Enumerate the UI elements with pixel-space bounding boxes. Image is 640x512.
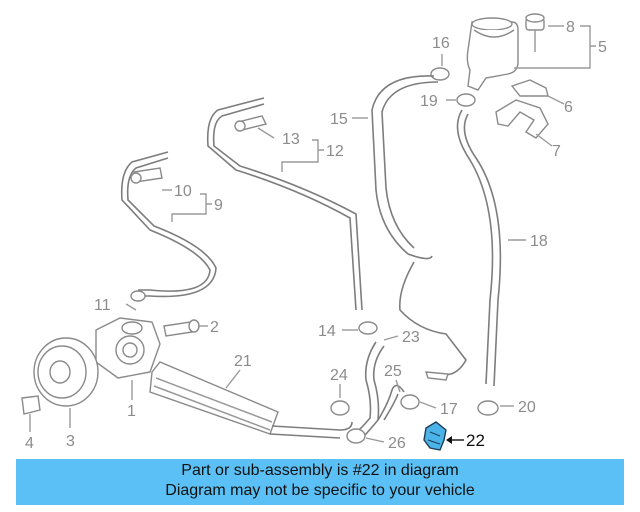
- callout-12: 12: [326, 143, 344, 160]
- leader-13: [257, 127, 275, 139]
- leader-12: [281, 139, 324, 172]
- info-banner: Part or sub-assembly is #22 in diagram D…: [16, 459, 624, 505]
- bracket-7: [495, 99, 549, 139]
- clamp-16: [430, 67, 450, 81]
- leader-9: [171, 193, 212, 222]
- callout-5: 5: [598, 39, 607, 56]
- leader-11: [125, 303, 137, 311]
- leader-7: [535, 133, 553, 147]
- clamp-24: [330, 400, 350, 416]
- leader-17: [419, 401, 437, 409]
- callout-19: 19: [420, 93, 438, 110]
- leader-6: [547, 95, 565, 105]
- bolt-4: [21, 395, 41, 415]
- bracket-line: [424, 371, 449, 381]
- hose-15: [371, 75, 439, 255]
- callout-11: 11: [94, 297, 111, 314]
- leader-21: [225, 369, 241, 389]
- clamp-17: [400, 394, 420, 410]
- callout-3: 3: [66, 433, 75, 450]
- callout-9: 9: [214, 197, 223, 214]
- callout-16: 16: [432, 35, 450, 52]
- leader-26: [365, 437, 385, 443]
- pulley-3: [33, 337, 99, 407]
- hose-18: [456, 109, 502, 387]
- clamp-19: [456, 93, 476, 107]
- oil-cooler-21: [149, 361, 353, 439]
- bracket-6: [510, 79, 549, 97]
- leader-5: [514, 25, 596, 69]
- hose-25: [377, 384, 405, 421]
- cap-20: [477, 400, 499, 416]
- highlighted-part-22-detail: [427, 431, 441, 445]
- leader-22-arrow: [446, 436, 452, 444]
- leader-23: [383, 335, 399, 341]
- clamp-14: [358, 321, 378, 335]
- clamp-26: [346, 428, 366, 444]
- pressure-line-12: [206, 97, 363, 311]
- banner-line-2: Diagram may not be specific to your vehi…: [165, 482, 475, 499]
- reservoir-assembly: [466, 13, 545, 91]
- hose-23: [355, 341, 385, 437]
- callout-21: 21: [234, 353, 252, 370]
- callout-1: 1: [127, 403, 136, 420]
- leader-25: [395, 379, 401, 393]
- callout-17: 17: [440, 401, 458, 418]
- callout-18: 18: [530, 233, 548, 250]
- callout-13: 13: [282, 131, 300, 148]
- callout-23: 23: [402, 329, 420, 346]
- callout-10: 10: [174, 183, 192, 200]
- callout-22: 22: [466, 431, 485, 450]
- callout-14: 14: [318, 323, 336, 340]
- return-line-9: [120, 151, 217, 298]
- power-steering-pump: [95, 290, 161, 379]
- callout-2: 2: [210, 319, 219, 336]
- callout-15: 15: [330, 111, 348, 128]
- callout-20: 20: [518, 399, 536, 416]
- center-line: [398, 253, 467, 376]
- bolt-2: [163, 321, 193, 337]
- callout-25: 25: [384, 363, 402, 380]
- callout-26: 26: [388, 435, 406, 452]
- callout-8: 8: [566, 19, 575, 36]
- highlighted-part-22[interactable]: [423, 421, 447, 451]
- callout-6: 6: [564, 99, 573, 116]
- callout-4: 4: [25, 435, 34, 452]
- callout-7: 7: [552, 143, 561, 160]
- callout-24: 24: [330, 367, 348, 384]
- banner-line-1: Part or sub-assembly is #22 in diagram: [181, 462, 459, 479]
